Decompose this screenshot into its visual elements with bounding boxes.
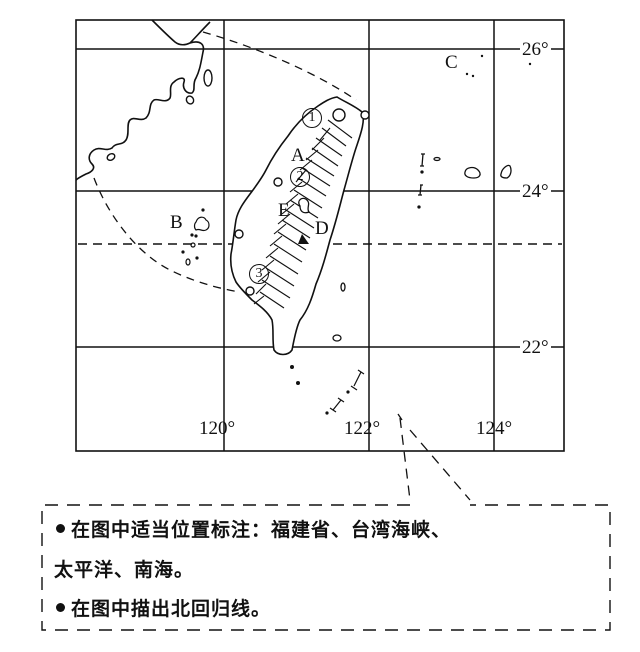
dashed-arc [93,31,357,293]
latitude-label-24: 24° [520,181,551,202]
mountain-hatching [253,119,353,309]
longitude-label-124: 124° [476,418,513,439]
circled-number-2: 2 [290,167,310,187]
task-line-2: 太平洋、南海。 [54,555,194,582]
task-text-1: 在图中适当位置标注：福建省、台湾海峡、 [71,519,452,541]
point-label-e: E [278,200,290,221]
point-d-marker [298,234,309,244]
bullet-icon [56,603,65,612]
task-box-border [41,504,611,631]
task-text-2: 太平洋、南海。 [54,559,195,581]
diaoyu-islands [465,54,532,78]
penghu-islands [181,208,210,266]
map-frame [75,19,565,452]
task-box: 在图中适当位置标注：福建省、台湾海峡、 太平洋、南海。 在图中描出北回归线。 [42,505,610,630]
south-islands [290,365,300,385]
circled-number-1: 1 [302,108,322,128]
circled-number-3: 3 [249,264,269,284]
task-line-3: 在图中描出北回归线。 [56,594,271,621]
bullet-icon [56,524,65,533]
longitude-label-120: 120° [199,418,236,439]
callout-leader [399,417,471,501]
task-text-3: 在图中描出北回归线。 [71,598,272,620]
taiwan-island [229,96,365,356]
callout-arrow-tip [397,413,403,421]
latitude-label-26: 26° [520,39,551,60]
point-label-b: B [170,212,183,233]
longitude-lines [223,20,495,451]
point-label-d: D [315,218,329,239]
task-line-1: 在图中适当位置标注：福建省、台湾海峡、 [56,515,451,542]
east-islands [332,153,512,342]
point-label-a: A [291,145,305,166]
ryukyu-chain [325,369,365,415]
latitude-label-22: 22° [520,337,551,358]
city-markers [234,108,370,296]
coastal-islands [106,69,213,161]
fujian-coastline [75,19,211,181]
longitude-label-122: 122° [344,418,381,439]
point-label-c: C [445,52,458,73]
bay-e [298,197,311,214]
